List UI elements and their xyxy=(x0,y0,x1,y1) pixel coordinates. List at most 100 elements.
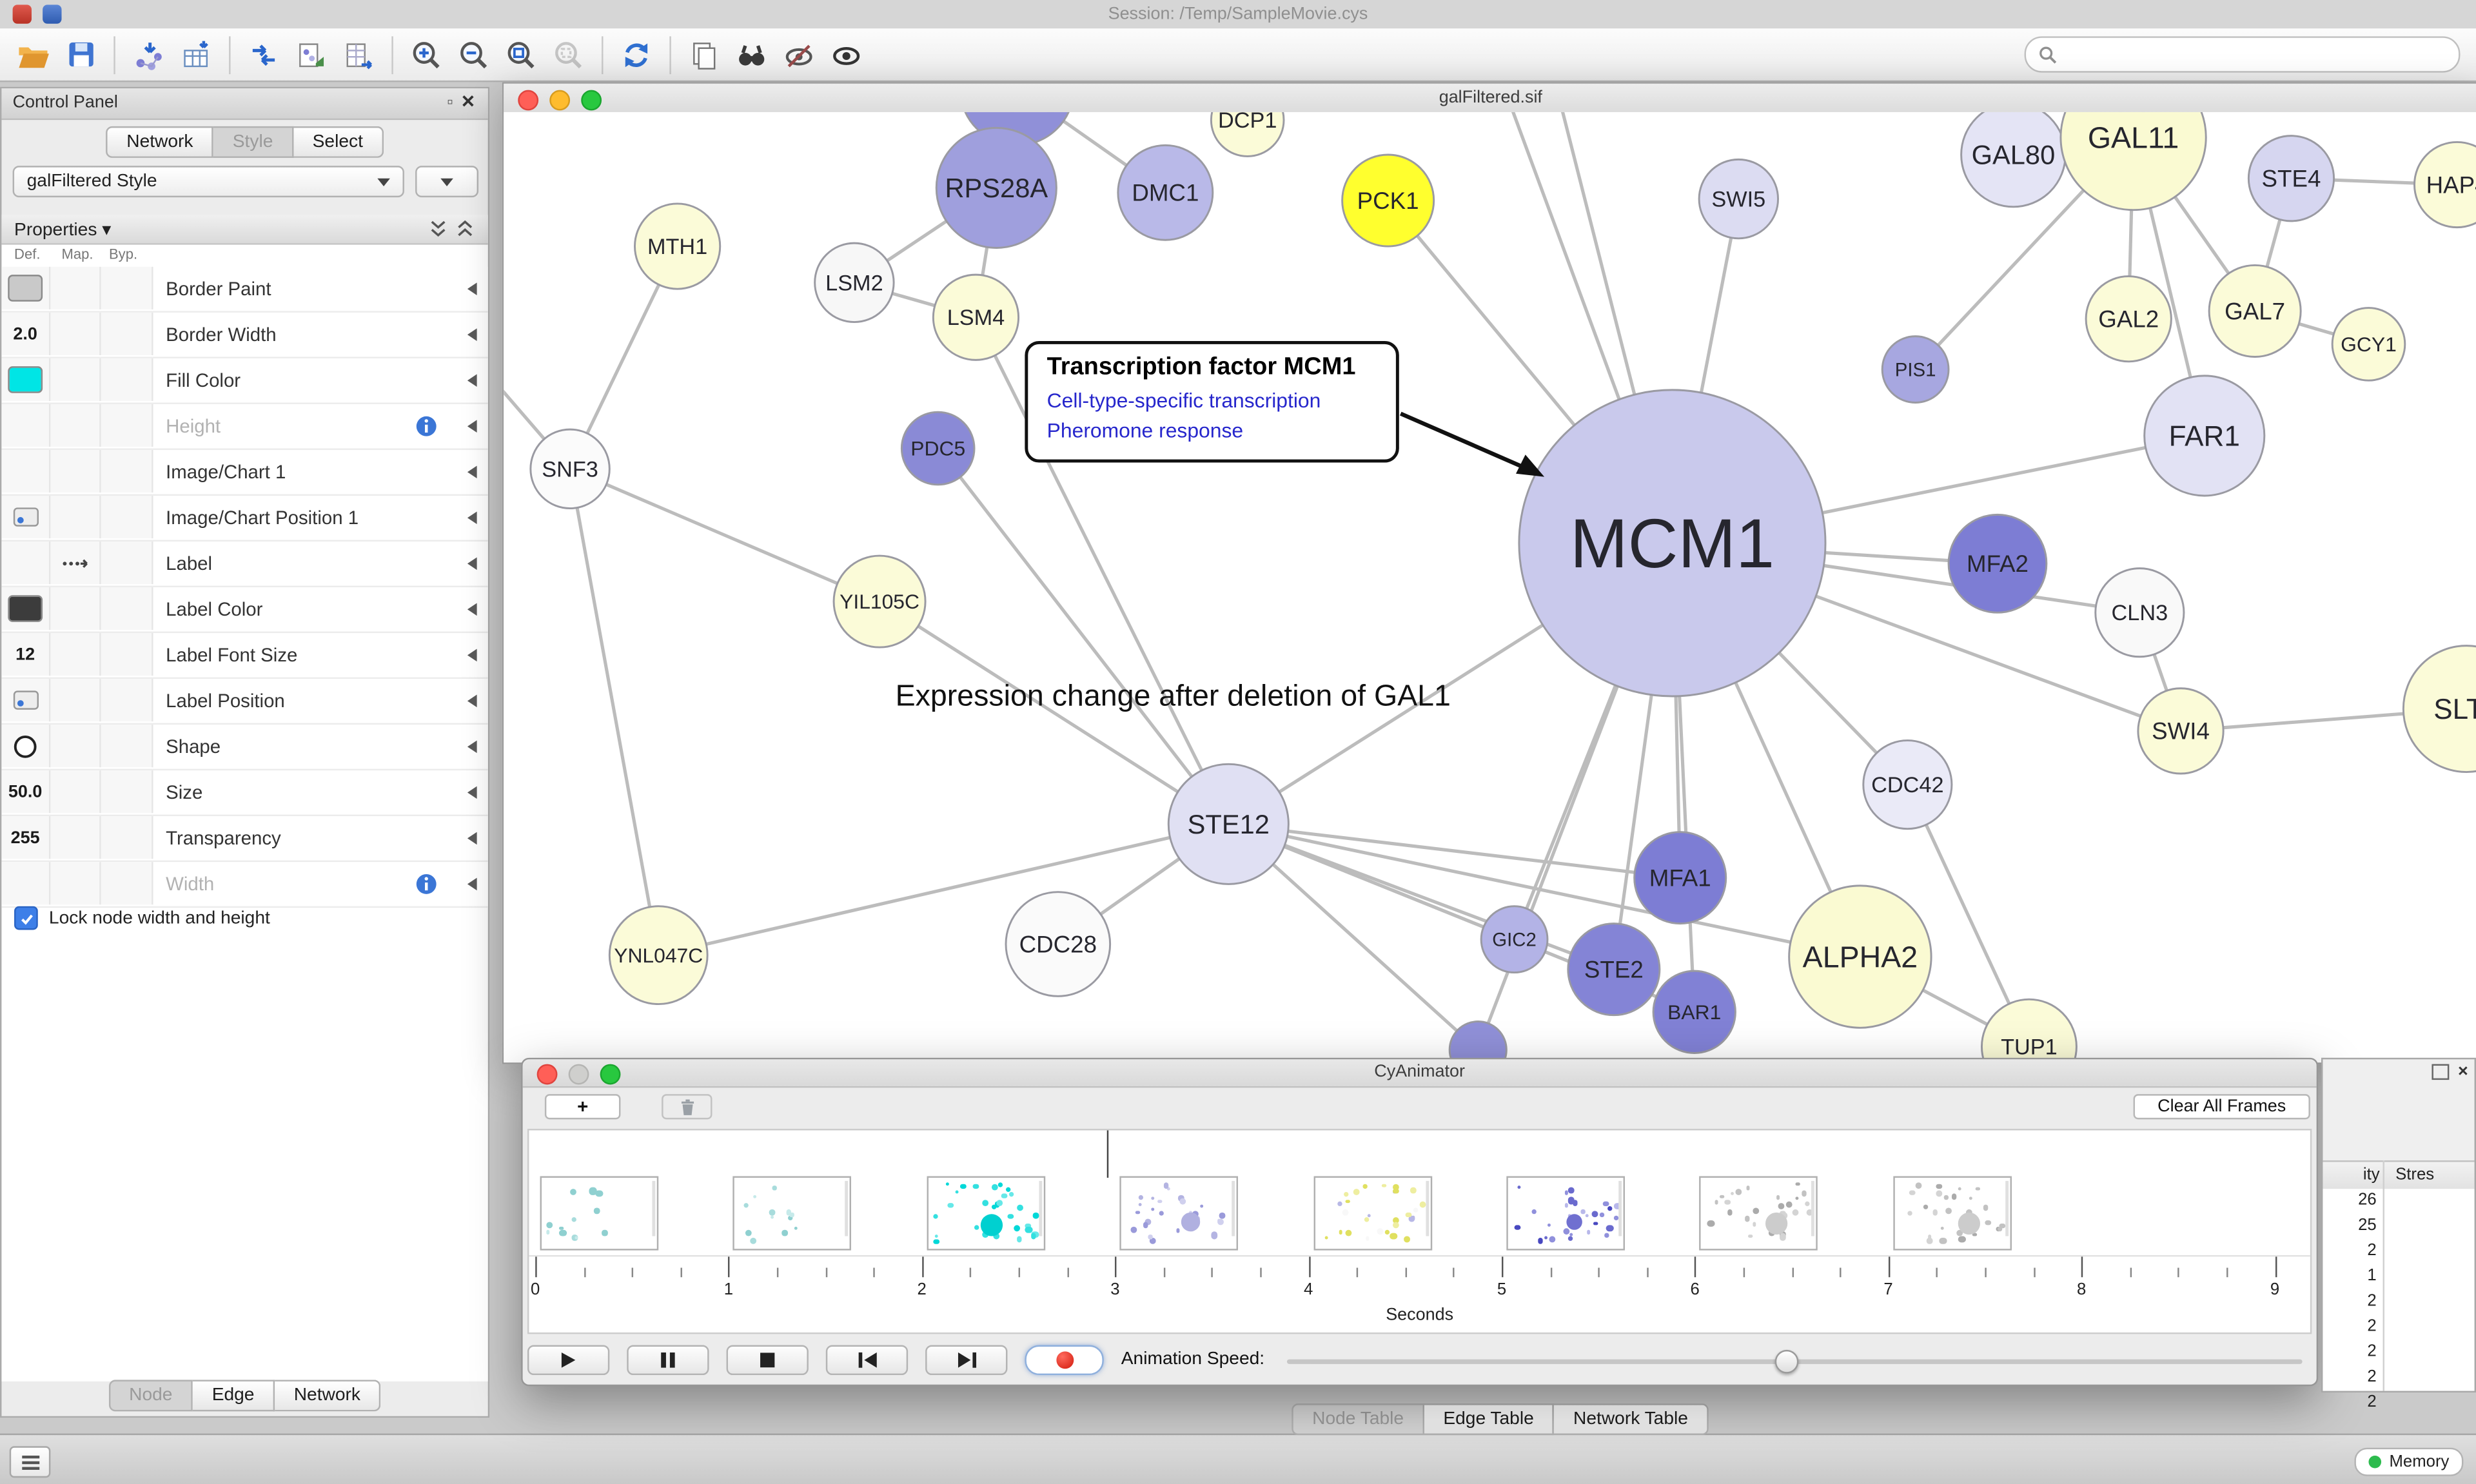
property-row-border-paint[interactable]: Border Paint xyxy=(1,266,488,313)
ui-settings-button[interactable] xyxy=(9,1446,51,1478)
network-node-lsm4[interactable] xyxy=(932,273,1020,361)
expand-row-icon[interactable] xyxy=(467,511,477,525)
expand-row-icon[interactable] xyxy=(467,465,477,479)
expand-row-icon[interactable] xyxy=(467,694,477,708)
expand-row-icon[interactable] xyxy=(467,374,477,387)
property-row-image-chart-1[interactable]: Image/Chart 1 xyxy=(1,449,488,496)
network-edge[interactable] xyxy=(1228,822,1681,880)
previous-frame-button[interactable] xyxy=(825,1344,909,1374)
default-value-swatch[interactable] xyxy=(8,595,43,622)
expand-row-icon[interactable] xyxy=(467,603,477,616)
network-node-pis1[interactable] xyxy=(1881,335,1950,404)
expand-row-icon[interactable] xyxy=(467,282,477,295)
network-node-n1[interactable] xyxy=(1448,1020,1508,1063)
open-session-icon[interactable] xyxy=(10,34,57,75)
expand-row-icon[interactable] xyxy=(467,649,477,662)
stats-column-headers[interactable]: ity Stres xyxy=(2323,1160,2475,1191)
stats-table-row[interactable]: 2 xyxy=(2323,1391,2474,1416)
ellipse-icon[interactable] xyxy=(13,734,38,759)
network-node-gcy1[interactable] xyxy=(2331,307,2406,382)
expand-row-icon[interactable] xyxy=(467,877,477,891)
export-image-icon[interactable] xyxy=(288,34,335,75)
collapse-all-icon[interactable] xyxy=(457,219,474,238)
frame-thumbnail-6[interactable] xyxy=(1700,1176,1818,1251)
frame-thumbnail-0[interactable] xyxy=(540,1176,659,1251)
stats-table-row[interactable]: 26 xyxy=(2323,1189,2474,1214)
expand-all-icon[interactable] xyxy=(429,219,447,238)
control-panel-header[interactable]: Control Panel ▫ ✕ xyxy=(1,88,488,121)
lock-size-row[interactable]: Lock node width and height xyxy=(14,906,270,930)
default-value[interactable]: 50.0 xyxy=(8,782,43,801)
window-titlebar[interactable]: Session: /Temp/SampleMovie.cys xyxy=(0,0,2476,30)
cyanimator-titlebar[interactable]: CyAnimator xyxy=(522,1059,2317,1088)
network-edge[interactable] xyxy=(974,317,1230,825)
tab-node[interactable]: Node xyxy=(108,1380,193,1412)
import-network-icon[interactable] xyxy=(124,34,172,75)
tab-style[interactable]: Style xyxy=(213,126,294,158)
property-row-image-chart-position-1[interactable]: Image/Chart Position 1 xyxy=(1,495,488,542)
memory-button[interactable]: Memory xyxy=(2354,1447,2464,1476)
network-node-tup1[interactable] xyxy=(1981,998,2078,1063)
annotation-link-1[interactable]: Cell-type-specific transcription xyxy=(1046,388,1321,413)
network-node-swi4[interactable] xyxy=(2137,687,2225,775)
tab-edge[interactable]: Edge xyxy=(193,1380,275,1412)
column-divider[interactable] xyxy=(2383,1160,2384,1391)
network-node-ynl047c[interactable] xyxy=(608,905,709,1006)
properties-header[interactable]: Properties ▾ xyxy=(1,215,488,245)
expand-row-icon[interactable] xyxy=(467,786,477,799)
export-network-icon[interactable] xyxy=(240,34,287,75)
add-frame-button[interactable]: + xyxy=(544,1094,621,1120)
next-frame-button[interactable] xyxy=(925,1344,1008,1374)
record-button[interactable] xyxy=(1025,1344,1104,1374)
network-node-gal7[interactable] xyxy=(2208,264,2302,358)
expand-row-icon[interactable] xyxy=(467,420,477,433)
close-panel-icon[interactable]: × xyxy=(2457,1062,2468,1082)
tab-network-table[interactable]: Network Table xyxy=(1554,1403,1709,1436)
network-node-slt2[interactable] xyxy=(2402,645,2476,773)
property-row-shape[interactable]: Shape xyxy=(1,725,488,771)
close-window-icon[interactable] xyxy=(518,90,539,111)
network-node-mfa1[interactable] xyxy=(1633,831,1727,925)
style-selector-dropdown[interactable]: galFiltered Style xyxy=(12,166,404,198)
delete-frame-button[interactable] xyxy=(662,1094,712,1120)
save-session-icon[interactable] xyxy=(57,34,104,75)
network-node-hap4[interactable] xyxy=(2413,141,2476,229)
stats-table-row[interactable]: 2 xyxy=(2323,1239,2474,1264)
clear-all-frames-button[interactable]: Clear All Frames xyxy=(2133,1094,2310,1120)
network-node-mcm1[interactable] xyxy=(1518,389,1827,698)
find-icon[interactable] xyxy=(728,34,775,75)
frame-thumbnail-5[interactable] xyxy=(1506,1176,1626,1251)
network-edge[interactable] xyxy=(1228,822,1861,959)
zoom-selected-icon[interactable] xyxy=(545,34,592,75)
position-icon[interactable] xyxy=(12,507,39,527)
default-value-swatch[interactable] xyxy=(8,275,43,302)
import-table-icon[interactable] xyxy=(172,34,219,75)
expand-row-icon[interactable] xyxy=(467,557,477,571)
expand-row-icon[interactable] xyxy=(467,832,477,845)
play-button[interactable] xyxy=(527,1344,610,1374)
network-node-cdc42[interactable] xyxy=(1862,739,1953,830)
network-node-gal11[interactable] xyxy=(2059,112,2207,211)
network-edge[interactable] xyxy=(878,600,1230,826)
zoom-window-icon[interactable] xyxy=(600,1064,621,1085)
zoom-fit-icon[interactable] xyxy=(497,34,544,75)
snapshot-icon[interactable] xyxy=(681,34,728,75)
tab-node-table[interactable]: Node Table xyxy=(1292,1403,1424,1436)
default-value-swatch[interactable] xyxy=(8,366,43,393)
network-node-gal2[interactable] xyxy=(2085,275,2172,363)
zoom-window-icon[interactable] xyxy=(581,90,602,111)
pause-button[interactable] xyxy=(627,1344,709,1374)
property-row-width[interactable]: Width xyxy=(1,862,488,908)
network-node-pdc5[interactable] xyxy=(900,411,976,486)
default-value[interactable]: 2.0 xyxy=(13,324,37,344)
close-panel-icon[interactable]: ✕ xyxy=(460,93,476,112)
stats-table-row[interactable]: 2 xyxy=(2323,1315,2474,1340)
annotation-link-2[interactable]: Pheromone response xyxy=(1046,418,1244,442)
default-value[interactable]: 12 xyxy=(15,645,35,664)
network-node-ste4[interactable] xyxy=(2247,135,2335,222)
info-icon[interactable] xyxy=(415,415,437,437)
network-node-bar1[interactable] xyxy=(1652,970,1736,1054)
minimize-window-icon[interactable] xyxy=(549,90,571,111)
info-icon[interactable] xyxy=(415,873,437,895)
